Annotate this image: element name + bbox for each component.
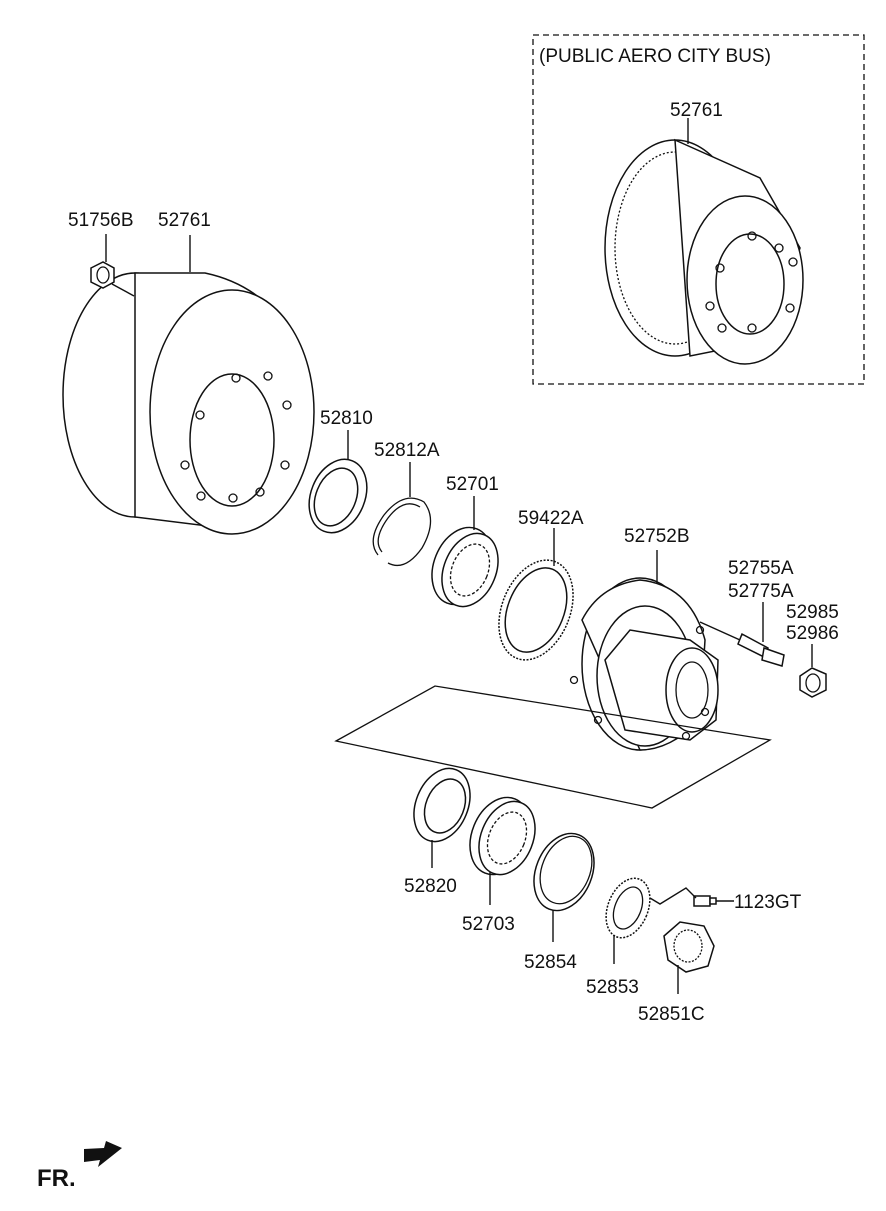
lock-washer[interactable]	[598, 872, 658, 944]
part-label-52701[interactable]: 52701	[446, 474, 499, 495]
part-label-51756B[interactable]: 51756B	[68, 210, 134, 231]
spacer-ring[interactable]	[523, 824, 605, 919]
part-label-52820[interactable]: 52820	[404, 876, 457, 897]
hub-bolt[interactable]	[737, 632, 785, 667]
oil-seal-52810[interactable]	[299, 451, 378, 542]
part-label-52851C[interactable]: 52851C	[638, 1004, 705, 1025]
part-label-52853[interactable]: 52853	[586, 977, 639, 998]
part-label-52775A[interactable]: 52775A	[728, 581, 794, 602]
front-direction-indicator: FR.	[37, 1141, 122, 1192]
front-arrow-icon	[84, 1141, 122, 1167]
front-label: FR.	[37, 1165, 76, 1192]
part-label-52986[interactable]: 52986	[786, 623, 839, 644]
wheel-hub[interactable]	[569, 577, 719, 751]
variant-inset: (PUBLIC AERO CITY BUS) 52761	[532, 34, 865, 385]
hub-nut[interactable]	[799, 667, 827, 698]
part-label-52854[interactable]: 52854	[524, 952, 577, 973]
part-label-52761-inset[interactable]: 52761	[670, 100, 723, 121]
outer-bearing-52701[interactable]	[421, 518, 508, 615]
part-label-52703[interactable]: 52703	[462, 914, 515, 935]
leader-52755A-to-hub	[699, 621, 741, 641]
variant-label: (PUBLIC AERO CITY BUS)	[539, 46, 771, 67]
leader-51756B-to-drum	[111, 283, 135, 297]
wheel-nut[interactable]	[90, 261, 115, 289]
lock-nut[interactable]	[663, 921, 715, 973]
part-label-52761-main[interactable]: 52761	[158, 210, 211, 231]
leader-1123GT-to-washer	[649, 887, 697, 905]
part-label-52755A[interactable]: 52755A	[728, 558, 794, 579]
part-label-52812A[interactable]: 52812A	[374, 440, 440, 461]
inner-seal-52820[interactable]	[404, 760, 481, 850]
brake-drum[interactable]	[62, 272, 315, 535]
assembly-outline	[334, 685, 772, 809]
part-label-52810[interactable]: 52810	[320, 408, 373, 429]
abs-tone-wheel[interactable]	[485, 549, 587, 671]
part-label-52985[interactable]: 52985	[786, 602, 839, 623]
part-label-1123GT[interactable]: 1123GT	[734, 892, 802, 913]
screw[interactable]	[693, 895, 717, 907]
snap-ring[interactable]	[372, 497, 432, 567]
inset-brake-drum[interactable]	[604, 138, 804, 365]
part-label-52752B[interactable]: 52752B	[624, 526, 690, 547]
part-label-59422A[interactable]: 59422A	[518, 508, 584, 529]
variant-inset-border	[532, 34, 865, 385]
inner-bearing-52703[interactable]	[459, 788, 545, 883]
